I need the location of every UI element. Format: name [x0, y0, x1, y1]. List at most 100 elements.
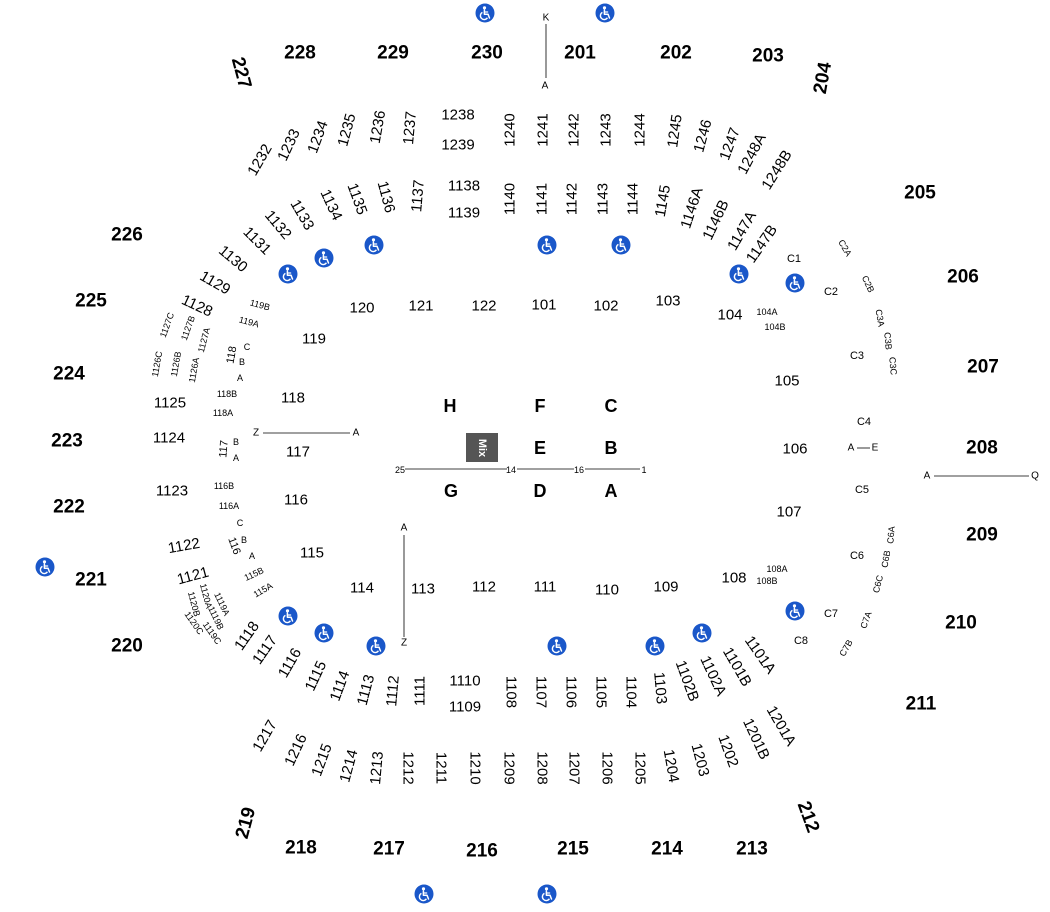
section-label-108b[interactable]: 108B — [756, 576, 777, 586]
section-label-a[interactable]: A — [237, 373, 243, 383]
section-label-113[interactable]: 113 — [411, 581, 435, 598]
section-label-204[interactable]: 204 — [810, 60, 836, 95]
section-label-225[interactable]: 225 — [75, 291, 107, 312]
section-label-f[interactable]: F — [535, 396, 546, 416]
section-label-1126b[interactable]: 1126B — [169, 351, 183, 378]
section-label-c7[interactable]: C7 — [824, 608, 838, 620]
section-label-102[interactable]: 102 — [593, 298, 618, 315]
section-label-222[interactable]: 222 — [53, 497, 85, 518]
section-label-1209[interactable]: 1209 — [501, 751, 518, 784]
section-label-1130[interactable]: 1130 — [215, 242, 251, 276]
section-label-g[interactable]: G — [444, 481, 458, 501]
section-label-e[interactable]: E — [534, 438, 546, 458]
section-label-h[interactable]: H — [444, 396, 457, 416]
section-label-118[interactable]: 118 — [281, 390, 305, 407]
section-label-1128[interactable]: 1128 — [179, 291, 215, 320]
section-label-1213[interactable]: 1213 — [367, 751, 387, 786]
section-label-114[interactable]: 114 — [350, 580, 374, 597]
section-label-c5[interactable]: C5 — [855, 484, 869, 496]
section-label-1143[interactable]: 1143 — [595, 183, 612, 215]
section-label-b[interactable]: B — [233, 437, 239, 447]
section-label-1124[interactable]: 1124 — [153, 430, 185, 447]
section-label-c7b[interactable]: C7B — [837, 638, 854, 658]
section-label-120[interactable]: 120 — [349, 300, 374, 317]
section-label-c6[interactable]: C6 — [850, 550, 864, 562]
section-label-230[interactable]: 230 — [471, 43, 503, 64]
section-label-1116[interactable]: 1116 — [275, 645, 305, 680]
section-label-1106[interactable]: 1106 — [563, 676, 580, 708]
section-label-216[interactable]: 216 — [466, 841, 498, 862]
section-label-107[interactable]: 107 — [776, 504, 801, 521]
section-label-1210[interactable]: 1210 — [467, 751, 484, 784]
section-label-1242[interactable]: 1242 — [566, 113, 583, 146]
section-label-c3[interactable]: C3 — [850, 350, 864, 362]
section-label-104a[interactable]: 104A — [756, 307, 777, 317]
section-label-1246[interactable]: 1246 — [690, 118, 715, 155]
section-label-115[interactable]: 115 — [300, 545, 324, 562]
section-label-1233[interactable]: 1233 — [274, 126, 304, 163]
section-label-1103[interactable]: 1103 — [650, 671, 670, 705]
section-label-c1[interactable]: C1 — [787, 253, 801, 265]
section-label-c3a[interactable]: C3A — [874, 309, 887, 328]
section-label-1204[interactable]: 1204 — [660, 748, 683, 784]
section-label-c6b[interactable]: C6B — [880, 550, 893, 569]
section-label-218[interactable]: 218 — [285, 838, 317, 859]
section-label-1201b[interactable]: 1201B — [739, 716, 773, 762]
section-label-1139[interactable]: 1139 — [448, 205, 480, 222]
section-label-1112[interactable]: 1112 — [383, 675, 403, 708]
section-label-1110[interactable]: 1110 — [449, 673, 480, 690]
section-label-105[interactable]: 105 — [774, 373, 799, 390]
section-label-118a[interactable]: 118A — [213, 408, 233, 418]
section-label-1104[interactable]: 1104 — [623, 676, 640, 708]
section-label-1239[interactable]: 1239 — [441, 137, 474, 154]
section-label-a[interactable]: A — [605, 481, 618, 501]
section-label-221[interactable]: 221 — [75, 570, 107, 591]
section-label-228[interactable]: 228 — [284, 43, 316, 64]
section-label-1141[interactable]: 1141 — [534, 183, 551, 215]
section-label-1248b[interactable]: 1248B — [758, 147, 795, 193]
section-label-119a[interactable]: 119A — [238, 315, 260, 330]
section-label-c2b[interactable]: C2B — [860, 274, 876, 294]
section-label-1125[interactable]: 1125 — [154, 395, 186, 412]
section-label-1236[interactable]: 1236 — [367, 109, 390, 145]
section-label-226[interactable]: 226 — [111, 225, 143, 246]
section-label-112[interactable]: 112 — [472, 579, 496, 596]
section-label-1146b[interactable]: 1146B — [699, 197, 732, 242]
section-label-118b[interactable]: 118B — [217, 389, 237, 399]
section-label-1207[interactable]: 1207 — [566, 751, 583, 784]
section-label-1238[interactable]: 1238 — [441, 107, 474, 124]
section-label-1107[interactable]: 1107 — [533, 676, 550, 708]
section-label-1235[interactable]: 1235 — [334, 112, 359, 149]
section-label-1144[interactable]: 1144 — [625, 183, 642, 215]
section-label-201[interactable]: 201 — [564, 43, 596, 64]
section-label-115b[interactable]: 115B — [243, 565, 266, 583]
section-label-1122[interactable]: 1122 — [167, 535, 202, 557]
section-label-d[interactable]: D — [534, 481, 547, 501]
section-label-110[interactable]: 110 — [595, 582, 619, 599]
section-label-116[interactable]: 116 — [284, 492, 308, 509]
section-label-a[interactable]: A — [401, 523, 408, 534]
section-label-1212[interactable]: 1212 — [400, 751, 417, 784]
section-label-1114[interactable]: 1114 — [327, 668, 354, 703]
section-label-1247[interactable]: 1247 — [716, 125, 743, 162]
section-label-219[interactable]: 219 — [232, 805, 260, 841]
section-label-b[interactable]: B — [605, 438, 618, 458]
section-label-118[interactable]: 118 — [225, 345, 240, 364]
section-label-217[interactable]: 217 — [373, 839, 405, 860]
section-label-1208[interactable]: 1208 — [534, 751, 551, 784]
section-label-1244[interactable]: 1244 — [632, 113, 649, 146]
section-label-109[interactable]: 109 — [653, 579, 678, 596]
section-label-1214[interactable]: 1214 — [336, 748, 361, 785]
section-label-a[interactable]: A — [924, 471, 931, 482]
section-label-q[interactable]: Q — [1031, 471, 1039, 482]
section-label-224[interactable]: 224 — [53, 364, 85, 385]
section-label-1234[interactable]: 1234 — [304, 118, 331, 155]
section-label-104b[interactable]: 104B — [764, 322, 785, 332]
section-label-a[interactable]: A — [249, 551, 255, 561]
section-label-223[interactable]: 223 — [51, 431, 83, 452]
section-label-1113[interactable]: 1113 — [354, 673, 378, 707]
section-label-203[interactable]: 203 — [752, 46, 784, 67]
section-label-1245[interactable]: 1245 — [664, 113, 685, 148]
mix-box[interactable]: Mix — [466, 433, 498, 462]
section-label-1140[interactable]: 1140 — [502, 183, 519, 215]
